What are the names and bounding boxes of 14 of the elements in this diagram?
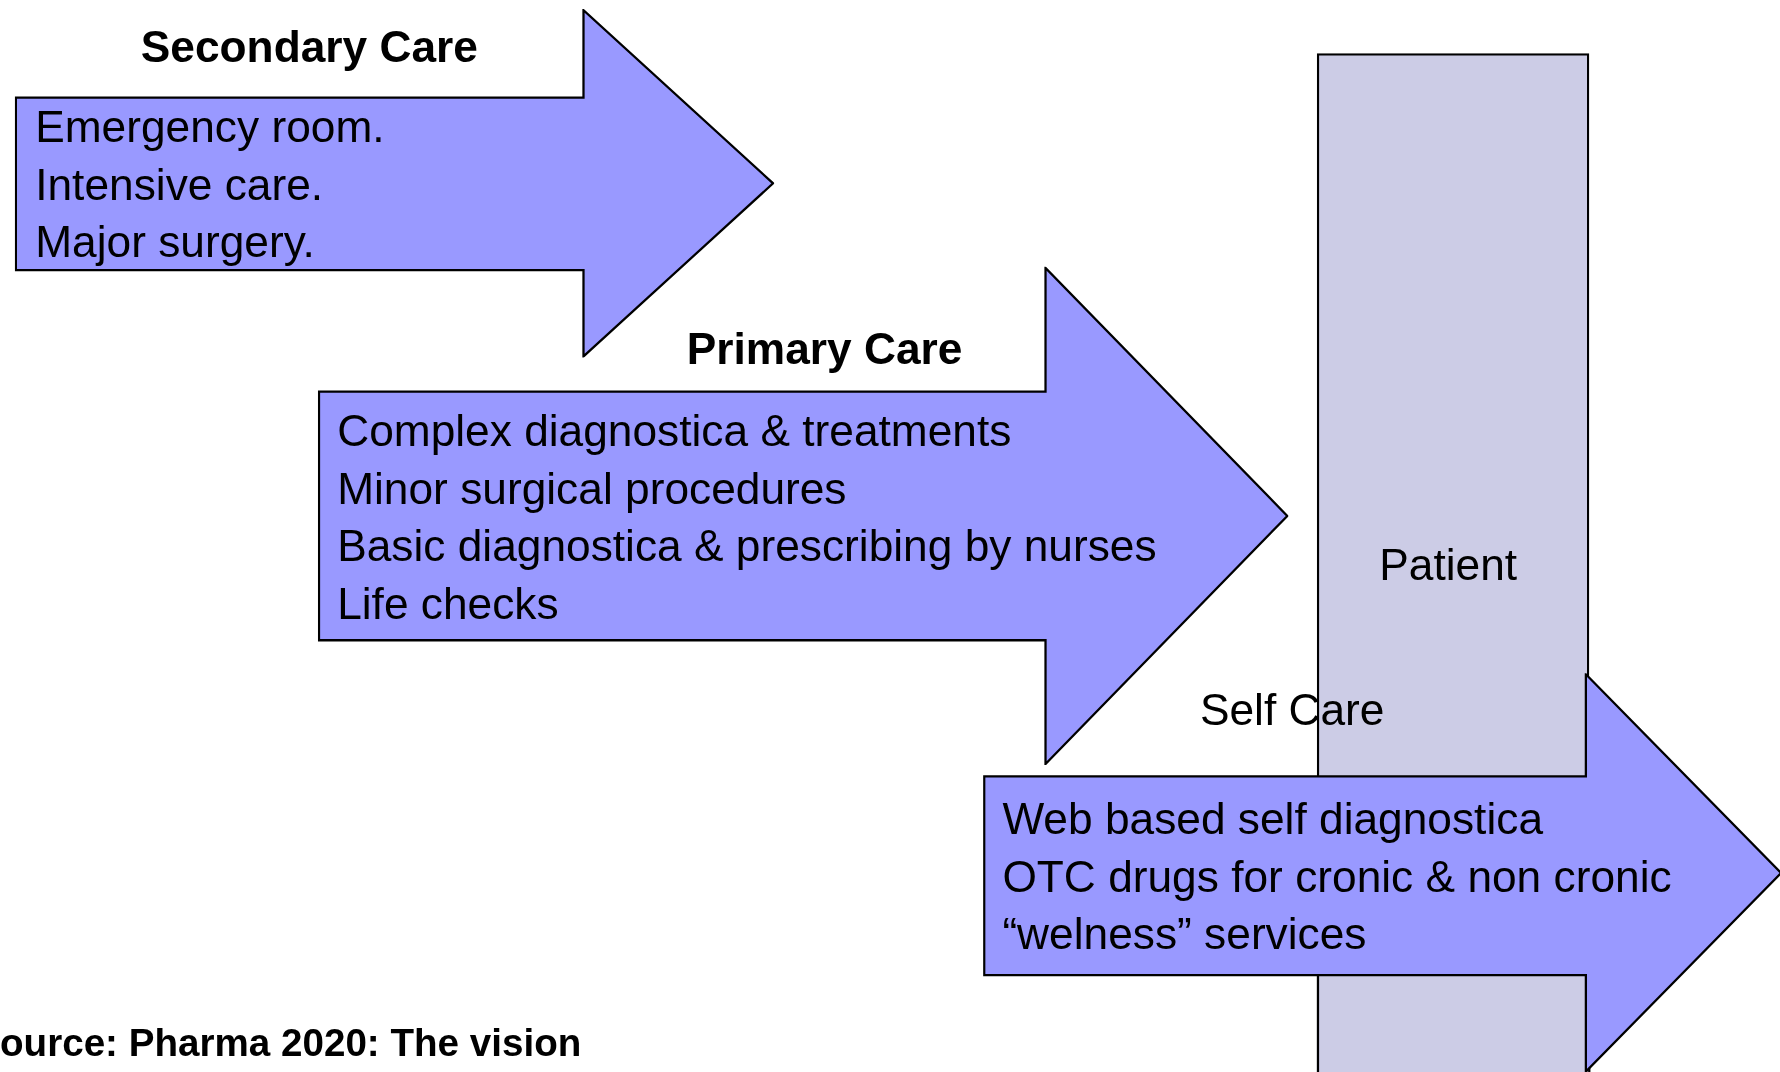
list-item-text: Life checks xyxy=(337,579,559,629)
source-note: ource: Pharma 2020: The vision xyxy=(0,1019,582,1066)
list-item-text: “welness” services xyxy=(1002,909,1367,960)
heading-text: Primary Care xyxy=(686,324,963,375)
list-item-text: Web based self diagnostica xyxy=(1002,794,1543,845)
list-item-text: Complex diagnostica & treatments xyxy=(337,406,1012,457)
heading-text: Secondary Care xyxy=(140,22,478,73)
list-item-text: Intensive care. xyxy=(35,159,324,210)
list-item-text: Minor surgical procedures xyxy=(337,463,847,514)
bar-label: Patient xyxy=(1379,540,1518,591)
list-item-text: OTC drugs for cronic & non cronic xyxy=(1002,852,1672,903)
list-item-text: Basic diagnostica & prescribing by nurses xyxy=(337,521,1157,572)
list-item-text: Emergency room. xyxy=(35,102,385,153)
list-item-text: Major surgery. xyxy=(35,217,315,268)
